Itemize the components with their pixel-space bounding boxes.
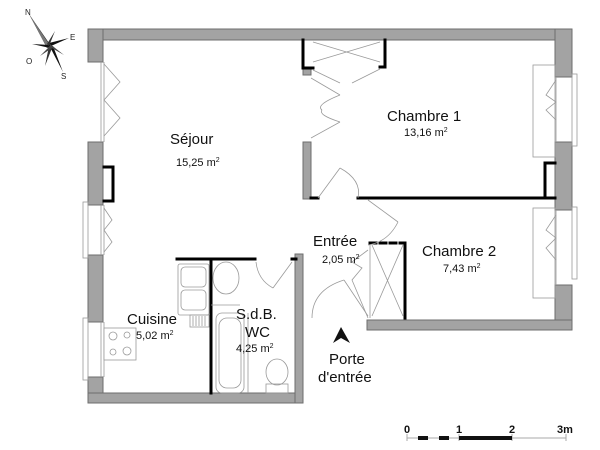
windows-right <box>532 64 578 299</box>
entrance-label-line1: Porte <box>329 351 365 368</box>
compass-east-label: E <box>70 33 75 42</box>
compass-south-label: S <box>61 72 66 81</box>
room-label-chambre2: Chambre 2 7,43 m2 <box>422 243 496 275</box>
svg-text:2,05 m2: 2,05 m2 <box>322 254 360 266</box>
compass-west-label: O <box>26 57 32 66</box>
room-label-chambre1: Chambre 1 13,16 m2 <box>387 108 461 139</box>
room-area: 2,05 m <box>322 254 356 266</box>
svg-text:13,16 m2: 13,16 m2 <box>404 127 448 139</box>
room-area: 13,16 m <box>404 127 444 139</box>
room-name: Chambre 1 <box>387 108 461 125</box>
svg-text:4,25 m2: 4,25 m2 <box>236 343 274 355</box>
partitions <box>102 38 557 395</box>
room-area: 4,25 m <box>236 343 270 355</box>
windows-left <box>82 62 121 381</box>
compass-north-label: N <box>25 8 31 17</box>
room-name: Cuisine <box>127 311 177 328</box>
compass-rose-icon: N E O S <box>25 8 75 81</box>
scale-bar: 0 1 2 3m <box>404 424 573 441</box>
room-name: Entrée <box>313 233 357 250</box>
room-name-line2: WC <box>245 324 270 341</box>
entrance-label-line2: d'entrée <box>318 369 372 386</box>
scale-tick-3: 3m <box>557 424 573 436</box>
room-name: Séjour <box>170 131 213 148</box>
exterior-walls <box>87 28 573 404</box>
svg-text:15,25 m2: 15,25 m2 <box>176 157 220 169</box>
scale-tick-1: 1 <box>456 424 462 436</box>
room-area: 7,43 m <box>443 263 477 275</box>
room-name: Chambre 2 <box>422 243 496 260</box>
room-label-sdb: S.d.B. WC 4,25 m2 <box>236 306 277 355</box>
entrance-arrow-icon <box>333 327 350 343</box>
room-label-sejour: Séjour 15,25 m2 <box>170 131 220 169</box>
scale-tick-0: 0 <box>404 424 410 436</box>
room-label-cuisine: Cuisine 5,02 m2 <box>127 311 177 342</box>
svg-text:7,43 m2: 7,43 m2 <box>443 263 481 275</box>
svg-text:5,02 m2: 5,02 m2 <box>136 330 174 342</box>
doors <box>255 41 404 319</box>
bathroom-fixtures <box>211 261 289 394</box>
kitchen-fixtures <box>103 263 210 361</box>
room-name: S.d.B. <box>236 306 277 323</box>
room-area: 5,02 m <box>136 330 170 342</box>
room-area: 15,25 m <box>176 157 216 169</box>
scale-tick-2: 2 <box>509 424 515 436</box>
room-label-entree: Entrée 2,05 m2 <box>313 233 360 266</box>
entrance-marker: Porte d'entrée <box>318 327 372 386</box>
